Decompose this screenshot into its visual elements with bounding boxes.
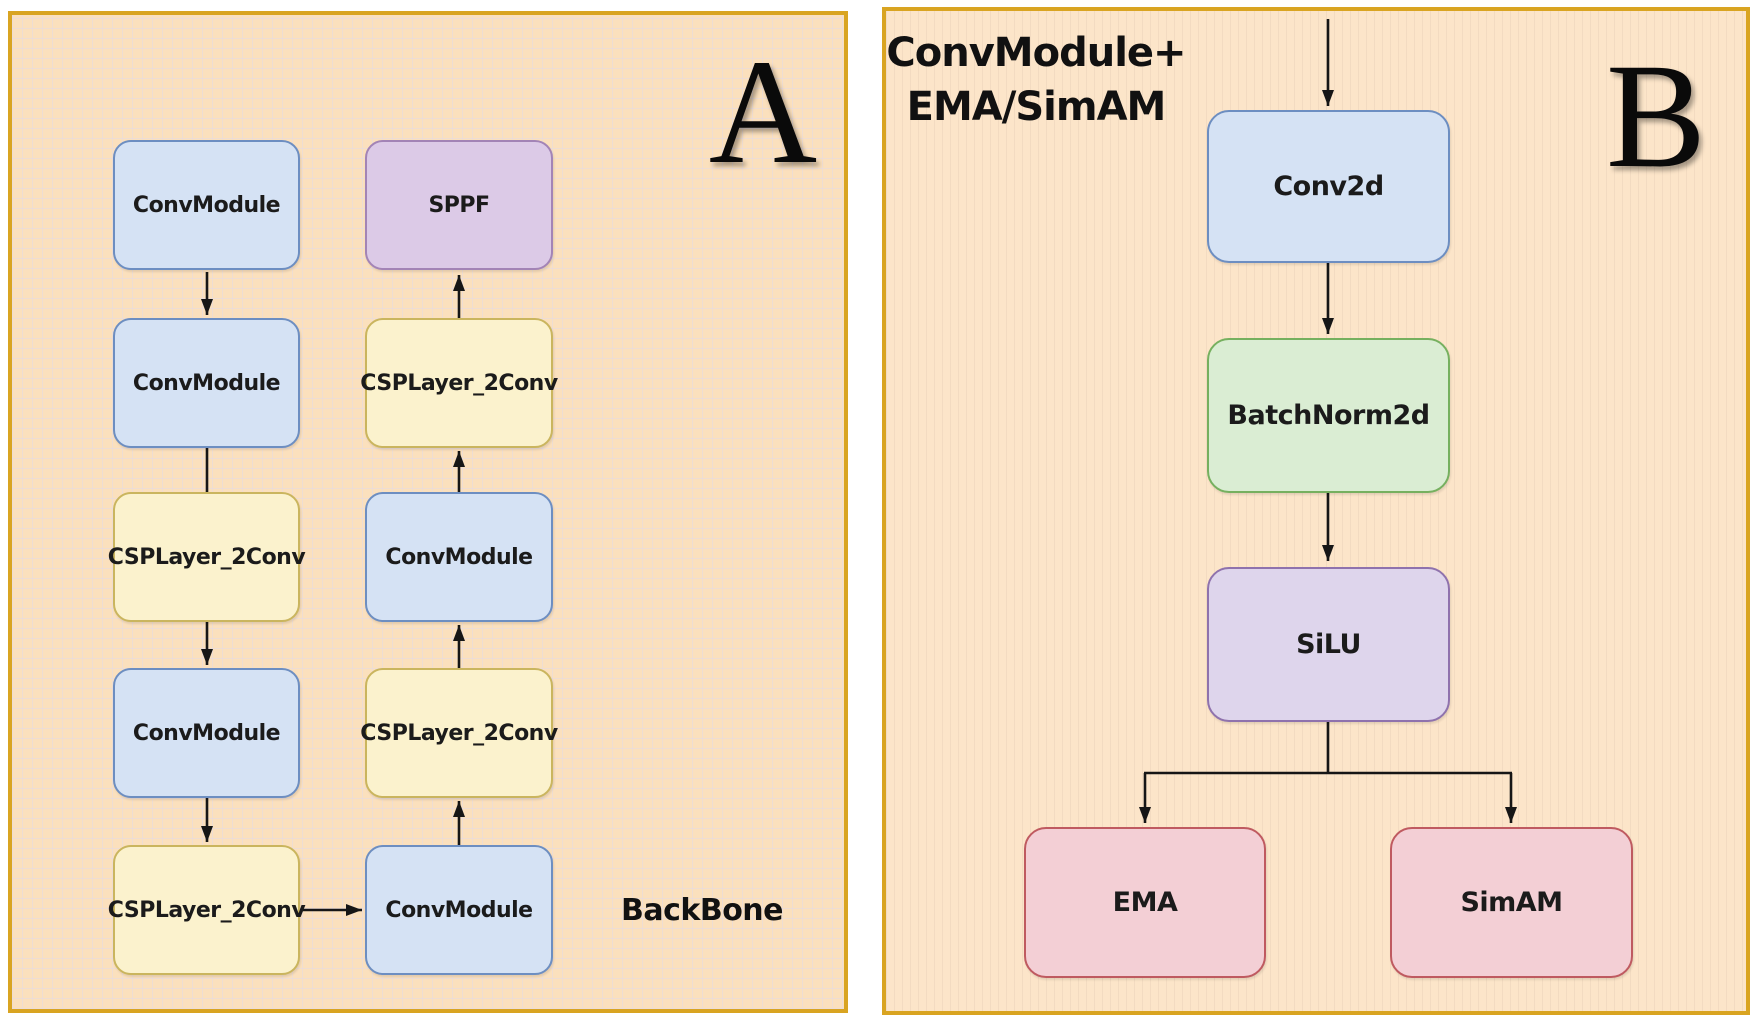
- node-csplayer-4: CSPLayer_2Conv: [360, 668, 558, 798]
- node-convmodule-1: ConvModule: [113, 140, 300, 270]
- panel-b-header-line2: EMA/SimAM: [906, 84, 1167, 130]
- node-simam: SimAM: [1390, 827, 1633, 978]
- panel-convmodule-ema-simam: ConvModule+ EMA/SimAM B Conv2d BatchNorm…: [882, 7, 1750, 1015]
- node-csplayer-3: CSPLayer_2Conv: [360, 318, 558, 448]
- node-csplayer-1: CSPLayer_2Conv: [108, 492, 306, 622]
- node-convmodule-3: ConvModule: [113, 668, 300, 798]
- node-batchnorm2d: BatchNorm2d: [1207, 338, 1450, 493]
- node-silu: SiLU: [1207, 567, 1450, 722]
- panel-a-caption: BackBone: [620, 893, 784, 928]
- node-convmodule-4: ConvModule: [365, 492, 553, 622]
- node-sppf: SPPF: [365, 140, 553, 270]
- panel-backbone: A ConvModule ConvModule CSPLayer_2Conv C…: [8, 11, 848, 1013]
- node-csplayer-2: CSPLayer_2Conv: [108, 845, 306, 975]
- panel-b-header: ConvModule+ EMA/SimAM: [886, 26, 1186, 134]
- node-conv2d: Conv2d: [1207, 110, 1450, 263]
- panel-b-header-line1: ConvModule+: [886, 30, 1186, 76]
- node-ema: EMA: [1024, 827, 1266, 978]
- node-convmodule-5: ConvModule: [365, 845, 553, 975]
- panel-b-letter: B: [1605, 33, 1707, 199]
- node-convmodule-2: ConvModule: [113, 318, 300, 448]
- panel-a-letter: A: [708, 29, 818, 195]
